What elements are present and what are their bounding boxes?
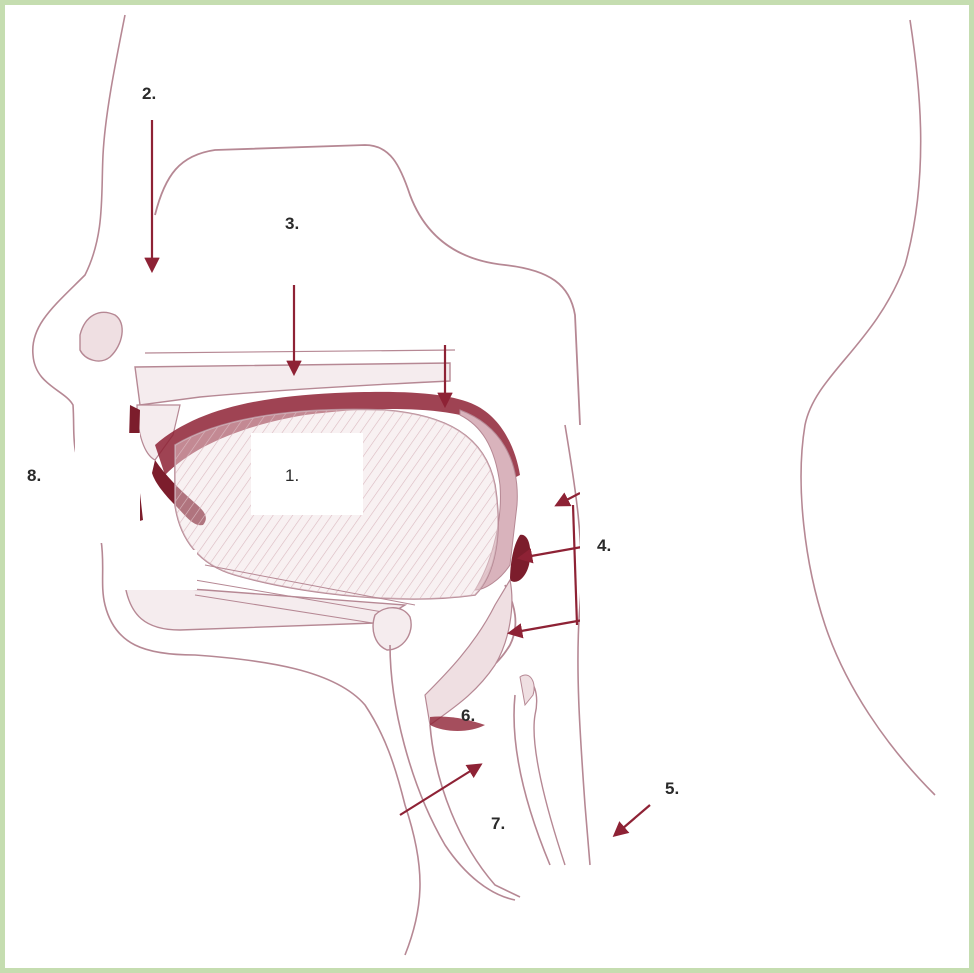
- back-of-head-outline: [801, 20, 935, 795]
- hyoid-bone: [373, 608, 411, 650]
- label-6: 6.: [461, 707, 475, 724]
- esophagus: [514, 695, 550, 865]
- label-mask-soft-palate: [425, 275, 540, 345]
- vocal-fold: [430, 717, 485, 731]
- label-mask-pharynx: [580, 435, 675, 695]
- pharynx-bracket: [573, 505, 577, 625]
- label-2: 2.: [142, 85, 156, 102]
- label-mask-1: [251, 433, 363, 515]
- label-1: 1.: [285, 467, 299, 484]
- label-mask-jaw: [105, 550, 197, 590]
- arrow-5: [615, 805, 650, 835]
- label-5: 5.: [665, 780, 679, 797]
- anatomy-drawing: [5, 5, 969, 968]
- label-3: 3.: [285, 215, 299, 232]
- label-mask-lips: [75, 433, 140, 543]
- label-7: 7.: [491, 815, 505, 832]
- nostril: [80, 312, 122, 361]
- label-8: 8.: [27, 467, 41, 484]
- label-4: 4.: [597, 537, 611, 554]
